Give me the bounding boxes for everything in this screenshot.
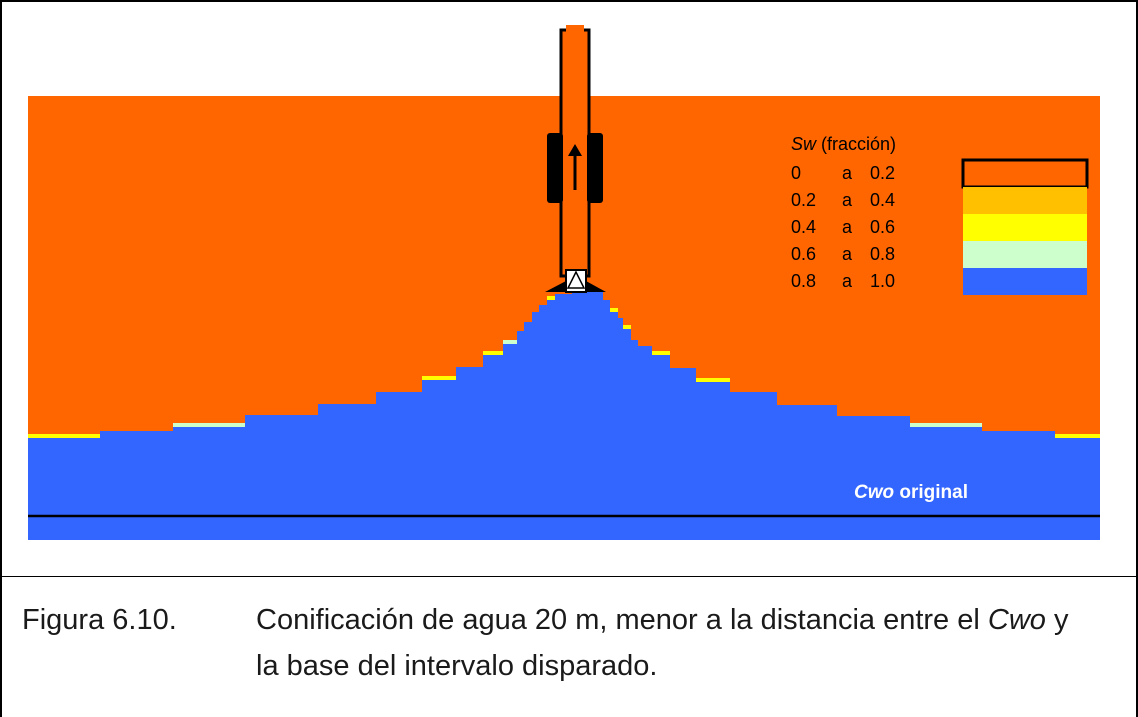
caption-frame [0, 576, 1138, 717]
perforation-left [545, 281, 566, 292]
legend-swatch [963, 214, 1087, 241]
legend-swatch [961, 158, 1089, 189]
legend-title: Sw (fracción) [791, 134, 896, 154]
caption-text-after: y [1045, 604, 1069, 636]
caption-italic-term: Cwo [987, 604, 1046, 636]
flow-arrow-icon [568, 144, 582, 156]
well [545, 25, 606, 293]
perforation-right [586, 281, 606, 292]
legend-swatch [963, 187, 1087, 214]
well-top-cap [566, 25, 584, 32]
legend-swatch [963, 268, 1087, 295]
caption-line-2: la base del intervalo disparado. [256, 650, 658, 682]
packer-left [547, 133, 563, 203]
cwo-label: Cwo original [854, 482, 968, 503]
figure-caption: Figura 6.10. Conificación de agua 20 m, m… [22, 597, 1122, 689]
caption-text-before: Conificación de agua 20 m, menor a la di… [256, 604, 988, 636]
figure-number: Figura 6.10. [22, 604, 177, 636]
water-cone [28, 292, 1100, 540]
packer-right [587, 133, 603, 203]
legend-swatch [963, 241, 1087, 268]
